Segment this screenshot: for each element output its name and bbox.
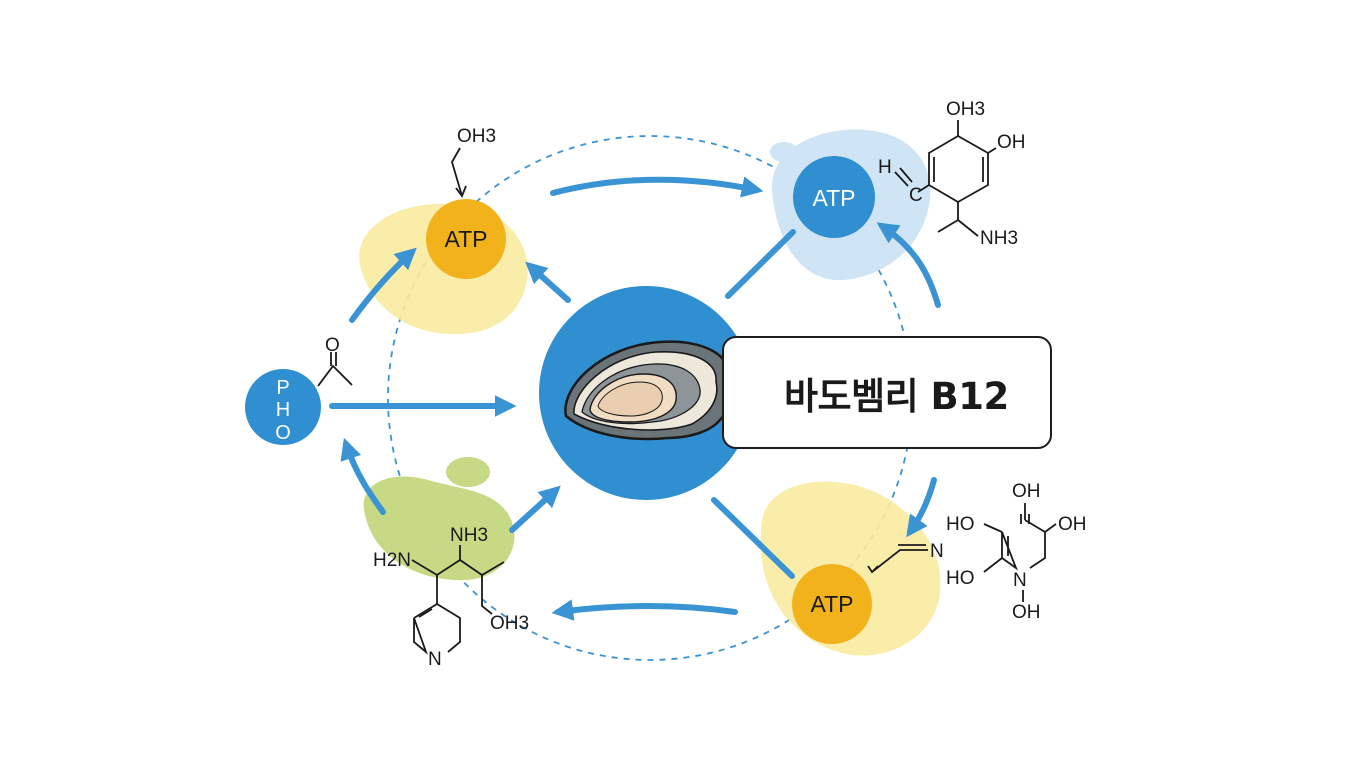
green-blob-small	[446, 457, 490, 487]
atp-label-top-right: ATP	[812, 185, 855, 211]
mol-tr-c: C	[909, 185, 923, 206]
mol-tr-nh3: NH3	[980, 228, 1018, 249]
mol-tr-h: H	[878, 157, 892, 178]
arrow-bottom-outer	[551, 599, 738, 621]
pho-letter-p: P	[276, 377, 289, 399]
center-label: 바도벰리 B12	[784, 374, 1009, 418]
arrow-lower-right-outer	[906, 477, 937, 538]
atp-node-bottom-right: ATP	[792, 564, 872, 644]
pho-node: P H O	[245, 369, 321, 445]
mol-br-oh-bottom: OH	[1012, 602, 1041, 623]
mol-bl-nh3: NH3	[450, 525, 488, 546]
molecule-bottom-right: OH HO OH HO N OH N	[867, 481, 1087, 623]
mol-br-ho-lower: HO	[946, 568, 975, 589]
atp-node-top-left: ATP	[426, 199, 506, 279]
mol-bl-n: N	[428, 649, 442, 670]
mol-br-n: N	[1013, 570, 1027, 591]
mol-br-oh-right: OH	[1058, 514, 1087, 535]
mol-bl-h2n: H2N	[373, 550, 411, 571]
pho-letter-h: H	[276, 399, 290, 421]
atp-node-top-right: ATP	[793, 156, 875, 238]
mol-tl-oh3: OH3	[457, 126, 496, 147]
arrow-left-up	[340, 437, 386, 515]
arrow-top-outer	[550, 176, 764, 198]
mol-br-oh-top: OH	[1012, 481, 1041, 502]
mol-tr-oh3: OH3	[946, 99, 985, 120]
molecule-left: O	[317, 335, 353, 387]
mol-bl-oh3: OH3	[490, 613, 529, 634]
oyster-icon	[564, 340, 732, 441]
arrow-center-to-atp-top-left	[525, 261, 571, 303]
pho-letter-o: O	[275, 422, 291, 444]
molecule-top-left: OH3	[451, 126, 496, 198]
light-blue-blob-small	[770, 142, 798, 162]
mol-left-o: O	[325, 335, 340, 356]
arrow-right-outer	[876, 222, 941, 308]
atp-label-bottom-right: ATP	[810, 591, 853, 617]
green-blob-bottom-left	[363, 476, 515, 581]
center-label-box: 바도벰리 B12	[722, 336, 1052, 449]
molecule-bottom-left: NH3 H2N OH3 N	[373, 525, 529, 670]
mol-br-ho-left: HO	[946, 514, 975, 535]
mol-br-n-link: N	[930, 541, 944, 562]
arrow-center-to-atp-bottom-right	[711, 497, 795, 579]
mol-tr-oh: OH	[997, 132, 1026, 153]
atp-label-top-left: ATP	[444, 226, 487, 252]
arrow-green-to-center	[509, 485, 561, 533]
arrow-center-to-atp-top-right	[725, 229, 796, 299]
molecule-top-right: OH3 OH H C NH3	[878, 99, 1026, 249]
arrow-left-top	[349, 247, 417, 323]
